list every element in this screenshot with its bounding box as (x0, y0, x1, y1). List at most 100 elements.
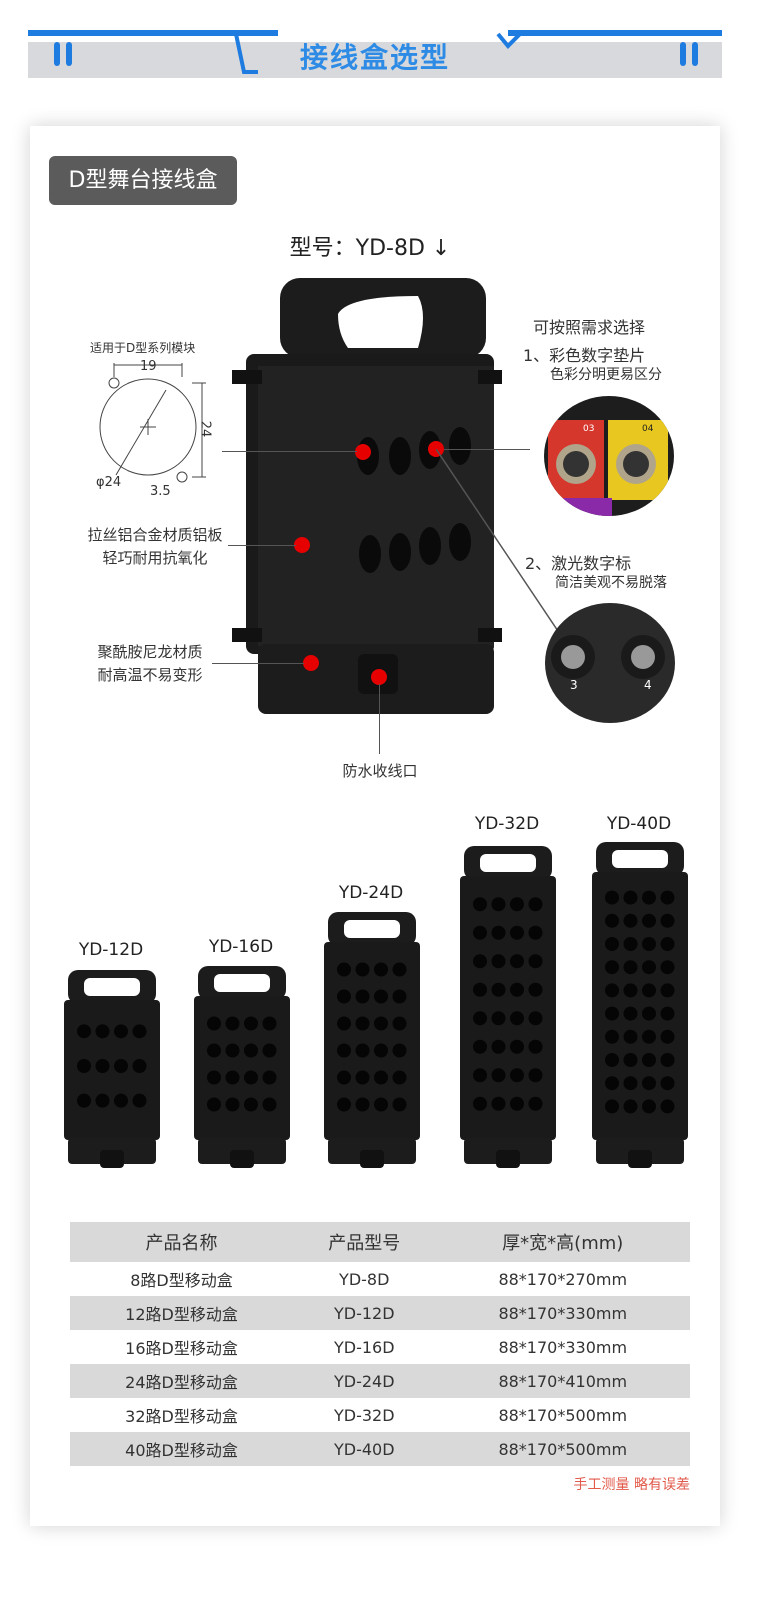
leader-line (212, 663, 304, 664)
connector-hole (491, 897, 506, 912)
connector-hole (605, 890, 619, 905)
connector-hole (225, 1070, 240, 1085)
connector-hole (491, 925, 506, 940)
connector-hole (491, 1068, 506, 1083)
table-cell: 88*170*270mm (498, 1269, 628, 1289)
section-header: 接线盒选型 (28, 26, 722, 82)
connector-hole (374, 1070, 388, 1085)
connector-hole (337, 1097, 351, 1112)
table-cell: 88*170*330mm (498, 1337, 628, 1357)
mounting-hole-diagram (99, 363, 206, 483)
marker-dot (294, 537, 310, 553)
connector-hole (77, 1059, 91, 1073)
connector-hole (473, 982, 487, 997)
header-notch-shape (228, 32, 548, 74)
connector-hole (510, 897, 524, 912)
connector-hole (660, 1006, 675, 1021)
connector-hole (262, 1043, 277, 1058)
colored-pad-photo (544, 396, 674, 516)
header-accent-left (28, 30, 278, 36)
pad-number-a: 03 (583, 424, 595, 434)
connector-hole (132, 1093, 147, 1108)
connector-hole (491, 982, 506, 997)
leader-line (444, 449, 530, 450)
table-cell: 88*170*410mm (435, 1364, 690, 1398)
connector-hole (660, 1029, 675, 1044)
connector-hole (623, 960, 638, 975)
connector-hole (114, 1024, 128, 1039)
connector-hole (642, 1006, 656, 1021)
connector-hole (642, 937, 656, 951)
connector-hole (392, 962, 407, 977)
product-box-image (324, 912, 420, 1168)
connector-hole (510, 1011, 524, 1026)
connector-hole (262, 1070, 277, 1085)
connector-hole (244, 1043, 258, 1058)
laser-number-photo (545, 603, 675, 723)
connector-hole (510, 982, 524, 997)
connector-hole (605, 1076, 619, 1091)
connector-hole (642, 1076, 656, 1091)
dim-3-5-label: 3.5 (150, 484, 171, 499)
option1-title: 1、彩色数字垫片 (523, 346, 646, 365)
connector-hole (374, 1097, 388, 1112)
connector-hole (337, 1043, 351, 1058)
table-cell: YD-32D (333, 1405, 395, 1425)
connector-hole (207, 1070, 221, 1085)
connector-hole (660, 960, 675, 975)
connector-hole (473, 1011, 487, 1026)
connector-hole (660, 1099, 675, 1114)
table-cell: YD-8D (339, 1269, 390, 1289)
leader-line (379, 684, 380, 754)
connector-hole (244, 1016, 258, 1031)
connector-hole (605, 1053, 619, 1067)
connector-hole (473, 925, 487, 940)
connector-hole (528, 982, 543, 997)
connector-hole (491, 1039, 506, 1054)
connector-hole (605, 1006, 619, 1021)
connector-hole (95, 1093, 110, 1108)
connector-hole (623, 1006, 638, 1021)
header-pill-icon (66, 42, 72, 66)
connector-hole (660, 983, 675, 998)
connector-hole (355, 1016, 370, 1031)
connector-hole (355, 989, 370, 1004)
callout-waterproof: 防水收线口 (342, 762, 418, 780)
product-model-label: YD-16D (208, 937, 274, 957)
leader-line-diagonal (436, 449, 571, 650)
connector-hole (262, 1016, 277, 1031)
leader-line (222, 451, 357, 452)
connector-hole (355, 1070, 370, 1085)
product-model-label: YD-40D (606, 814, 672, 834)
connector-hole (337, 1070, 351, 1085)
header-title: 接线盒选型 (299, 41, 450, 74)
table-cell: YD-16D (333, 1337, 395, 1357)
connector-hole (132, 1059, 147, 1073)
connector-hole (605, 913, 619, 928)
connector-hole (77, 1024, 91, 1039)
connector-hole (95, 1024, 110, 1039)
connector-hole (473, 897, 487, 912)
header-accent-right (508, 30, 722, 36)
product-model-label: YD-24D (338, 883, 404, 903)
leader-line (228, 545, 296, 546)
callout-nylon-line1: 聚酰胺尼龙材质 (97, 643, 203, 661)
connector-hole (491, 1011, 506, 1026)
table-cell: YD-24D (293, 1364, 436, 1398)
connector-hole (528, 1096, 543, 1111)
connector-hole (605, 1029, 619, 1044)
connector-hole (623, 1076, 638, 1091)
callout-aluminum-line1: 拉丝铝合金材质铝板 (87, 526, 223, 544)
connector-hole (392, 989, 407, 1004)
connector-hole (337, 989, 351, 1004)
connector-hole (473, 1039, 487, 1054)
connector-hole (660, 1053, 675, 1067)
connector-hole (473, 954, 487, 969)
connector-hole (491, 1096, 506, 1111)
connector-hole (244, 1070, 258, 1085)
